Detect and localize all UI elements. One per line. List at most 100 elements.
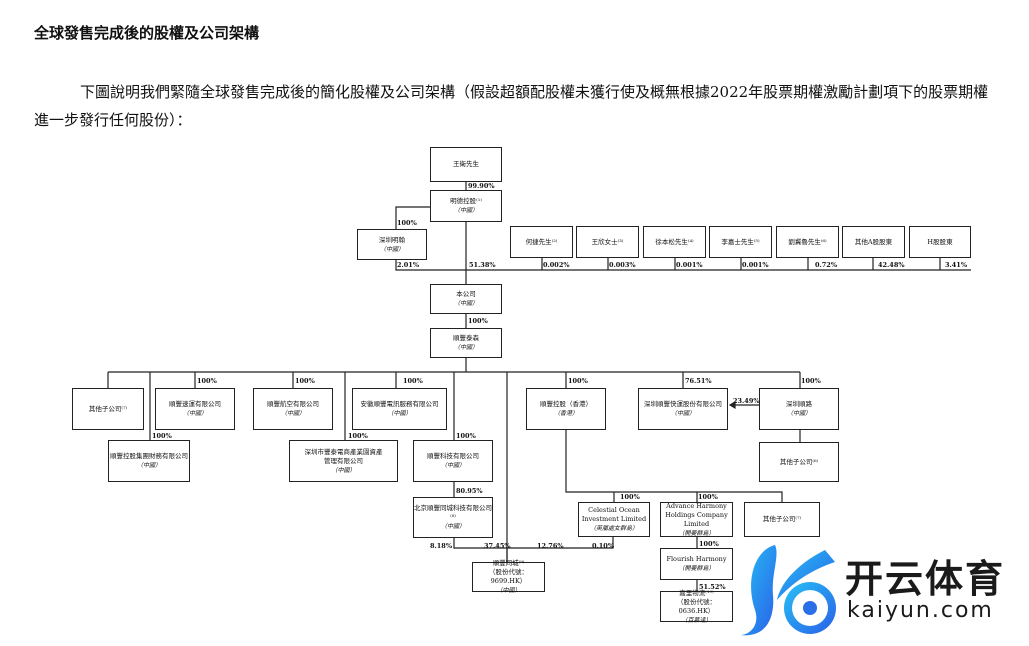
box-name: 順豐科技有限公司 bbox=[427, 452, 479, 460]
box-finance: 順豐控股集團財務有限公司（中國） bbox=[108, 440, 190, 482]
box-name: 其他子公司⁽⁷⁾ bbox=[88, 404, 128, 413]
pct-label: 51.52% bbox=[699, 583, 726, 591]
pct-label: 100% bbox=[197, 377, 217, 385]
box-wang-xin: 王欣女士⁽³⁾ bbox=[576, 226, 639, 258]
box-name: 本公司 bbox=[456, 290, 476, 298]
box-name: 北京順豐同城科技有限公司⁽⁸⁾ bbox=[414, 504, 492, 521]
box-shenzhen-shunlu: 深圳順路（中國） bbox=[759, 388, 839, 430]
box-name: 順豐控股集團財務有限公司 bbox=[110, 452, 188, 460]
pct-label: 12.76% bbox=[537, 542, 564, 550]
box-he-jie: 何捷先生⁽²⁾ bbox=[510, 226, 573, 258]
box-name: 王衛先生 bbox=[453, 160, 479, 168]
box-h-shareholders: H股股東 bbox=[909, 226, 971, 258]
box-ecommerce-park: 深圳市豐泰電商產業園資產管理有限公司（中國） bbox=[289, 440, 398, 482]
pct-label: 0.001% bbox=[742, 261, 769, 269]
box-sf-holding-hk: 順豐控股（香港）（香港） bbox=[526, 388, 606, 430]
pct-label: 100% bbox=[456, 432, 476, 440]
box-other-subsidiaries-7: 其他子公司⁽⁷⁾ bbox=[744, 502, 820, 537]
pct-label: 3.41% bbox=[945, 261, 968, 269]
box-name: 徐本松先生⁽⁴⁾ bbox=[655, 237, 694, 246]
pct-label: 100% bbox=[397, 219, 417, 227]
box-name: 深圳明翰 bbox=[379, 235, 405, 244]
box-other-a-shareholders: 其他A股股東 bbox=[842, 226, 905, 258]
box-name: 何捷先生⁽²⁾ bbox=[525, 237, 558, 246]
box-mingde-holdings: 明德控股⁽¹⁾ （中國） bbox=[430, 190, 502, 222]
kaiyun-watermark: 开云体育 kaiyun.com bbox=[735, 540, 1025, 640]
box-sf-technology: 順豐科技有限公司 （中國） bbox=[413, 440, 493, 482]
pct-label: 23.49% bbox=[733, 397, 760, 405]
pct-label: 8.18% bbox=[430, 542, 453, 550]
box-location: （中國） bbox=[387, 410, 412, 417]
box-advance-harmony: Advance Harmony Holdings Company Limited… bbox=[660, 502, 733, 537]
box-li-jiashi: 李嘉士先生⁽⁵⁾ bbox=[709, 226, 772, 258]
box-location: （中國） bbox=[453, 207, 478, 214]
box-name: 順豐控股（香港） bbox=[540, 400, 592, 408]
box-xu-bensong: 徐本松先生⁽⁴⁾ bbox=[643, 226, 706, 258]
box-sf-airlines: 順豐航空有限公司 （中國） bbox=[253, 388, 333, 430]
stock-code: （股份代號：9699.HK） bbox=[489, 568, 528, 585]
watermark-url: kaiyun.com bbox=[847, 598, 994, 623]
box-location: （中國） bbox=[331, 466, 356, 474]
box-name: 劉冀魯先生⁽⁶⁾ bbox=[788, 237, 827, 246]
pct-label: 0.002% bbox=[543, 261, 570, 269]
box-name: 順豐速運有限公司 bbox=[169, 400, 221, 408]
box-location: （中國） bbox=[670, 410, 695, 417]
watermark-title: 开云体育 bbox=[845, 557, 1006, 601]
pct-label: 100% bbox=[698, 493, 718, 501]
pct-label: 76.51% bbox=[685, 377, 712, 385]
box-name: 明德控股⁽¹⁾ bbox=[450, 197, 482, 205]
box-name: 李嘉士先生⁽⁵⁾ bbox=[721, 237, 760, 246]
box-location: （中國） bbox=[453, 344, 478, 351]
intro-paragraph: 下圖說明我們緊隨全球發售完成後的簡化股權及公司架構（假設超額配股權未獲行使及概無… bbox=[34, 83, 989, 129]
box-name: 順豐泰森 bbox=[453, 334, 479, 342]
box-shenzhen-minghan: 深圳明翰（中國） bbox=[357, 229, 427, 260]
box-other-subsidiaries-6: 其他子公司⁽⁶⁾ bbox=[759, 442, 839, 482]
pct-label: 100% bbox=[801, 377, 821, 385]
pct-label: 100% bbox=[348, 432, 368, 440]
box-location: （中國） bbox=[440, 523, 465, 530]
box-name: 嘉里物流⁽¹⁰⁾ bbox=[679, 588, 714, 597]
box-location: （中國） bbox=[440, 462, 465, 469]
box-anhui-telecom: 安徽順豐電訊服務有限公司（中國） bbox=[352, 388, 447, 430]
box-wang-wei: 王衛先生 bbox=[430, 147, 502, 182]
box-name: 深圳順豐快運股份有限公司 bbox=[644, 400, 722, 408]
box-name: 順豐航空有限公司 bbox=[267, 400, 319, 408]
box-name: 深圳順路 bbox=[786, 400, 812, 408]
pct-label: 42.48% bbox=[878, 261, 905, 269]
pct-label: 51.38% bbox=[469, 261, 496, 269]
box-name: 其他子公司⁽⁶⁾ bbox=[779, 457, 819, 466]
box-name: 其他子公司⁽⁷⁾ bbox=[762, 515, 802, 523]
box-location: （中國） bbox=[453, 300, 478, 307]
pct-label: 37.45% bbox=[484, 542, 511, 550]
pct-label: 0.001% bbox=[676, 261, 703, 269]
box-sf-freight: 深圳順豐快運股份有限公司 （中國） bbox=[638, 388, 728, 430]
box-flourish-harmony: Flourish Harmony （開曼群島） bbox=[660, 548, 733, 580]
box-location: （開曼群島） bbox=[678, 565, 715, 572]
box-location: （開曼群島） bbox=[678, 529, 715, 537]
box-location: （百慕達） bbox=[681, 616, 712, 624]
box-name: Flourish Harmony bbox=[666, 555, 727, 563]
box-location: （中國） bbox=[280, 410, 305, 417]
box-other-subsidiaries-2: 其他子公司⁽⁷⁾ bbox=[72, 388, 144, 430]
pct-label: 2.01% bbox=[397, 261, 420, 269]
box-location: （中國） bbox=[496, 587, 521, 594]
pct-label: 0.003% bbox=[609, 261, 636, 269]
box-name: 其他A股股東 bbox=[854, 237, 893, 246]
pct-label: 100% bbox=[295, 377, 315, 385]
stock-code: （股份代號：0636.HK） bbox=[677, 597, 716, 615]
box-location: （英屬處女群島） bbox=[589, 525, 638, 532]
box-sf-express: 順豐速運有限公司（中國） bbox=[155, 388, 235, 430]
box-name: Celestial Ocean Investment Limited bbox=[581, 506, 647, 523]
box-name: 順豐同城⁽⁹⁾ bbox=[492, 559, 525, 567]
pct-label: 0.72% bbox=[815, 261, 838, 269]
box-taisen: 順豐泰森 （中國） bbox=[430, 328, 502, 358]
box-name: 深圳市豐泰電商產業園資產管理有限公司 bbox=[304, 447, 383, 465]
box-location: （中國） bbox=[379, 245, 404, 253]
pct-label: 80.95% bbox=[456, 487, 483, 495]
pct-label: 100% bbox=[468, 317, 488, 325]
box-beijing-intra-city: 北京順豐同城科技有限公司⁽⁸⁾ （中國） bbox=[413, 497, 493, 538]
pct-label: 100% bbox=[699, 540, 719, 548]
section-heading: 全球發售完成後的股權及公司架構 bbox=[34, 24, 260, 42]
pct-label: 0.10% bbox=[592, 542, 615, 550]
